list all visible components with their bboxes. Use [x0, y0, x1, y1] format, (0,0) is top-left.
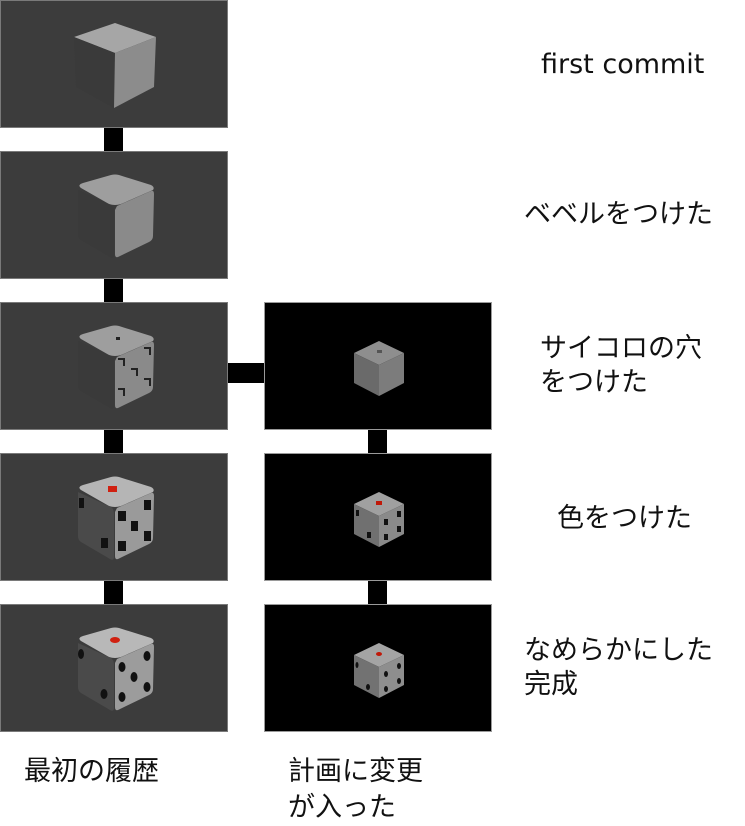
commit-label-5-line1: なめらかにした — [524, 635, 713, 666]
connector-main-2-3 — [104, 278, 123, 303]
render-frame-main-3 — [0, 302, 228, 430]
branch-caption-line2: が入った — [288, 792, 396, 823]
branch-caption-line1: 計画に変更 — [288, 756, 423, 787]
connector-main-1-2 — [104, 127, 123, 152]
dice-holes-small-icon — [354, 341, 404, 396]
commit-label-3-line1: サイコロの穴 — [540, 333, 702, 364]
beveled-cube-icon — [78, 174, 154, 258]
render-frame-main-2 — [0, 151, 228, 279]
render-frame-branch-4 — [264, 453, 492, 581]
connector-branch-split — [227, 363, 265, 383]
commit-label-3-line2: をつけた — [540, 367, 648, 398]
commit-label-1: first commit — [541, 49, 705, 80]
connector-main-3-4 — [104, 429, 123, 454]
render-frame-main-1 — [0, 0, 228, 128]
dice-colored-small-icon — [354, 492, 404, 547]
render-frame-main-5 — [0, 604, 228, 732]
branch-caption: 計画に変更 が入った — [288, 754, 423, 826]
commit-label-5-line2: 完成 — [524, 669, 578, 700]
main-branch-caption: 最初の履歴 — [24, 756, 159, 787]
render-frame-main-4 — [0, 453, 228, 581]
commit-label-2: ベベルをつけた — [524, 199, 713, 230]
connector-branch-3-4 — [368, 429, 387, 454]
plain-cube-icon — [74, 23, 156, 108]
connector-main-4-5 — [104, 580, 123, 605]
commit-label-4: 色をつけた — [557, 503, 692, 534]
render-frame-branch-3 — [264, 302, 492, 430]
commit-label-5: なめらかにした 完成 — [524, 634, 713, 702]
commit-label-3: サイコロの穴 をつけた — [540, 332, 702, 400]
dice-smooth-icon — [78, 627, 154, 711]
connector-branch-4-5 — [368, 580, 387, 605]
render-frame-branch-5 — [264, 604, 492, 732]
dice-colored-icon — [78, 476, 154, 560]
dice-smooth-small-icon — [354, 643, 404, 698]
dice-holes-icon — [78, 325, 154, 409]
